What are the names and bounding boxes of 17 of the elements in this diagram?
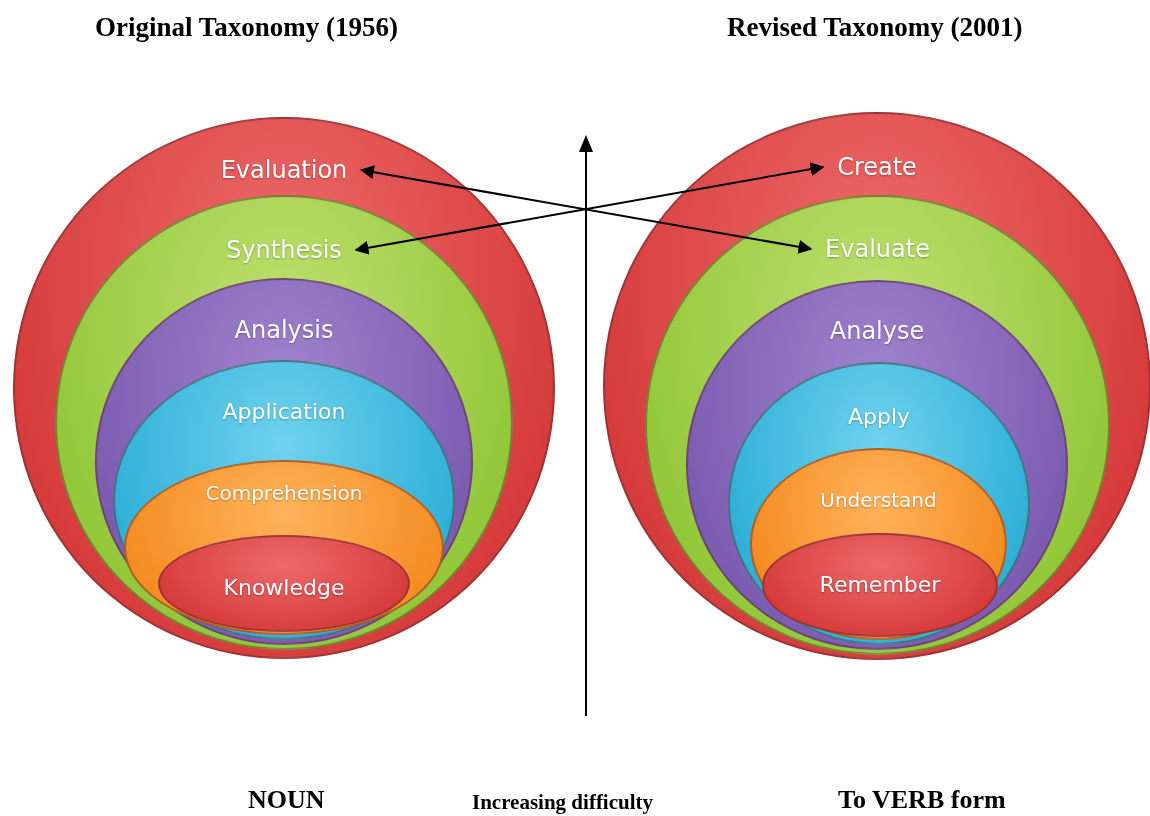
level-label: Remember bbox=[819, 571, 941, 599]
heading-label: NOUN bbox=[248, 785, 325, 815]
heading-label: Increasing difficulty bbox=[472, 790, 654, 815]
heading-label: To VERB form bbox=[838, 785, 1006, 815]
heading-label: Original Taxonomy (1956) bbox=[95, 12, 399, 43]
level-label: Evaluate bbox=[825, 234, 930, 264]
level-label: Create bbox=[837, 152, 917, 182]
level-label: Analysis bbox=[234, 315, 334, 345]
level-label: Synthesis bbox=[226, 235, 342, 265]
level-label: Apply bbox=[847, 403, 911, 431]
level-label: Evaluation bbox=[220, 155, 348, 185]
heading-label: Revised Taxonomy (2001) bbox=[727, 12, 1023, 43]
level-label: Understand bbox=[820, 487, 937, 514]
level-label: Knowledge bbox=[223, 574, 345, 602]
level-label: Comprehension bbox=[205, 480, 363, 507]
level-label: Application bbox=[222, 398, 346, 426]
level-label: Analyse bbox=[829, 316, 925, 346]
